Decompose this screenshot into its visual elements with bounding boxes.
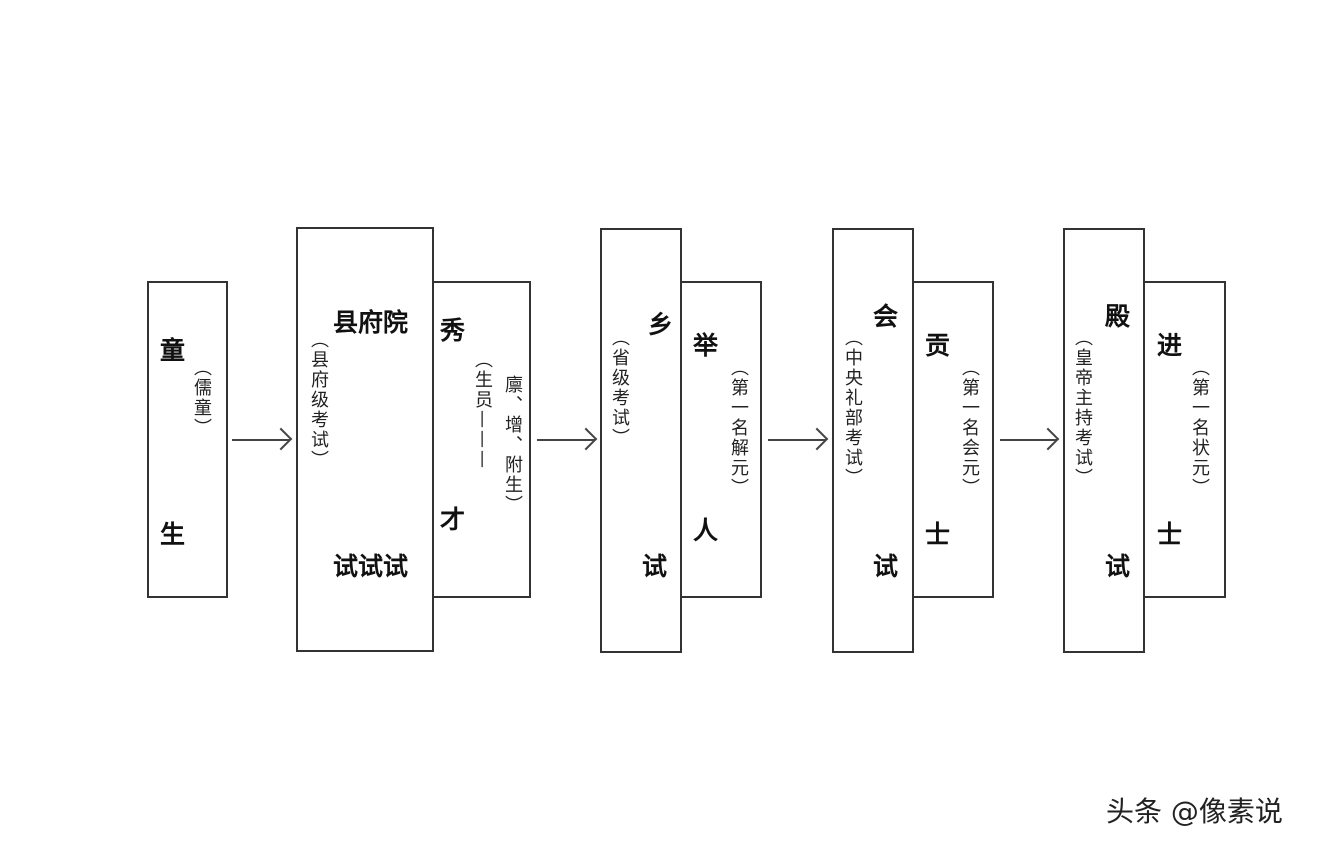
xianfuyuan-bottom: 试试试 — [333, 552, 409, 581]
dianshi-top: 殿 — [1105, 302, 1131, 331]
xiangshi-bottom: 试 — [642, 552, 668, 581]
xiucai-note-1: （生员——— — [472, 350, 493, 470]
gongshi-top: 贡 — [925, 331, 951, 360]
tongsheng-bottom: 生 — [160, 520, 186, 549]
arrow-4 — [1000, 439, 1057, 441]
watermark: 头条 @像素说 — [1106, 795, 1283, 828]
box-xiucai — [432, 281, 531, 598]
xianfuyuan-top: 县府院 — [333, 308, 409, 337]
xiangshi-top: 乡 — [648, 310, 674, 339]
box-tongsheng — [147, 281, 228, 598]
tongsheng-note: （儒童） — [191, 358, 212, 438]
arrow-3 — [768, 439, 826, 441]
gongshi-note: （第一名会元） — [959, 358, 980, 498]
box-juren — [680, 281, 762, 598]
gongshi-bottom: 士 — [925, 520, 951, 549]
jinshi-note: （第一名状元） — [1189, 358, 1210, 498]
dianshi-bottom: 试 — [1105, 552, 1131, 581]
xiangshi-note: （省级考试） — [609, 328, 630, 448]
box-jinshi — [1143, 281, 1226, 598]
box-dianshi — [1063, 228, 1145, 653]
huishi-note: （中央礼部考试） — [842, 328, 863, 488]
jinshi-bottom: 士 — [1157, 520, 1183, 549]
huishi-bottom: 试 — [873, 552, 899, 581]
juren-bottom: 人 — [693, 516, 719, 545]
xiucai-note-2: 廪、增、附生） — [502, 375, 523, 515]
juren-note: （第一名解元） — [728, 358, 749, 498]
arrow-2 — [537, 439, 595, 441]
juren-top: 举 — [693, 331, 719, 360]
arrow-1 — [232, 439, 290, 441]
box-gongshi — [912, 281, 994, 598]
tongsheng-top: 童 — [160, 336, 186, 365]
jinshi-top: 进 — [1157, 331, 1183, 360]
xiucai-top: 秀 — [440, 316, 466, 345]
dianshi-note: （皇帝主持考试） — [1072, 328, 1093, 488]
box-xianfuyuan-exam — [296, 227, 434, 652]
xianfuyuan-note: （县府级考试） — [308, 330, 329, 470]
huishi-top: 会 — [873, 302, 899, 331]
box-xiangshi — [600, 228, 682, 653]
xiucai-bottom: 才 — [440, 505, 466, 534]
